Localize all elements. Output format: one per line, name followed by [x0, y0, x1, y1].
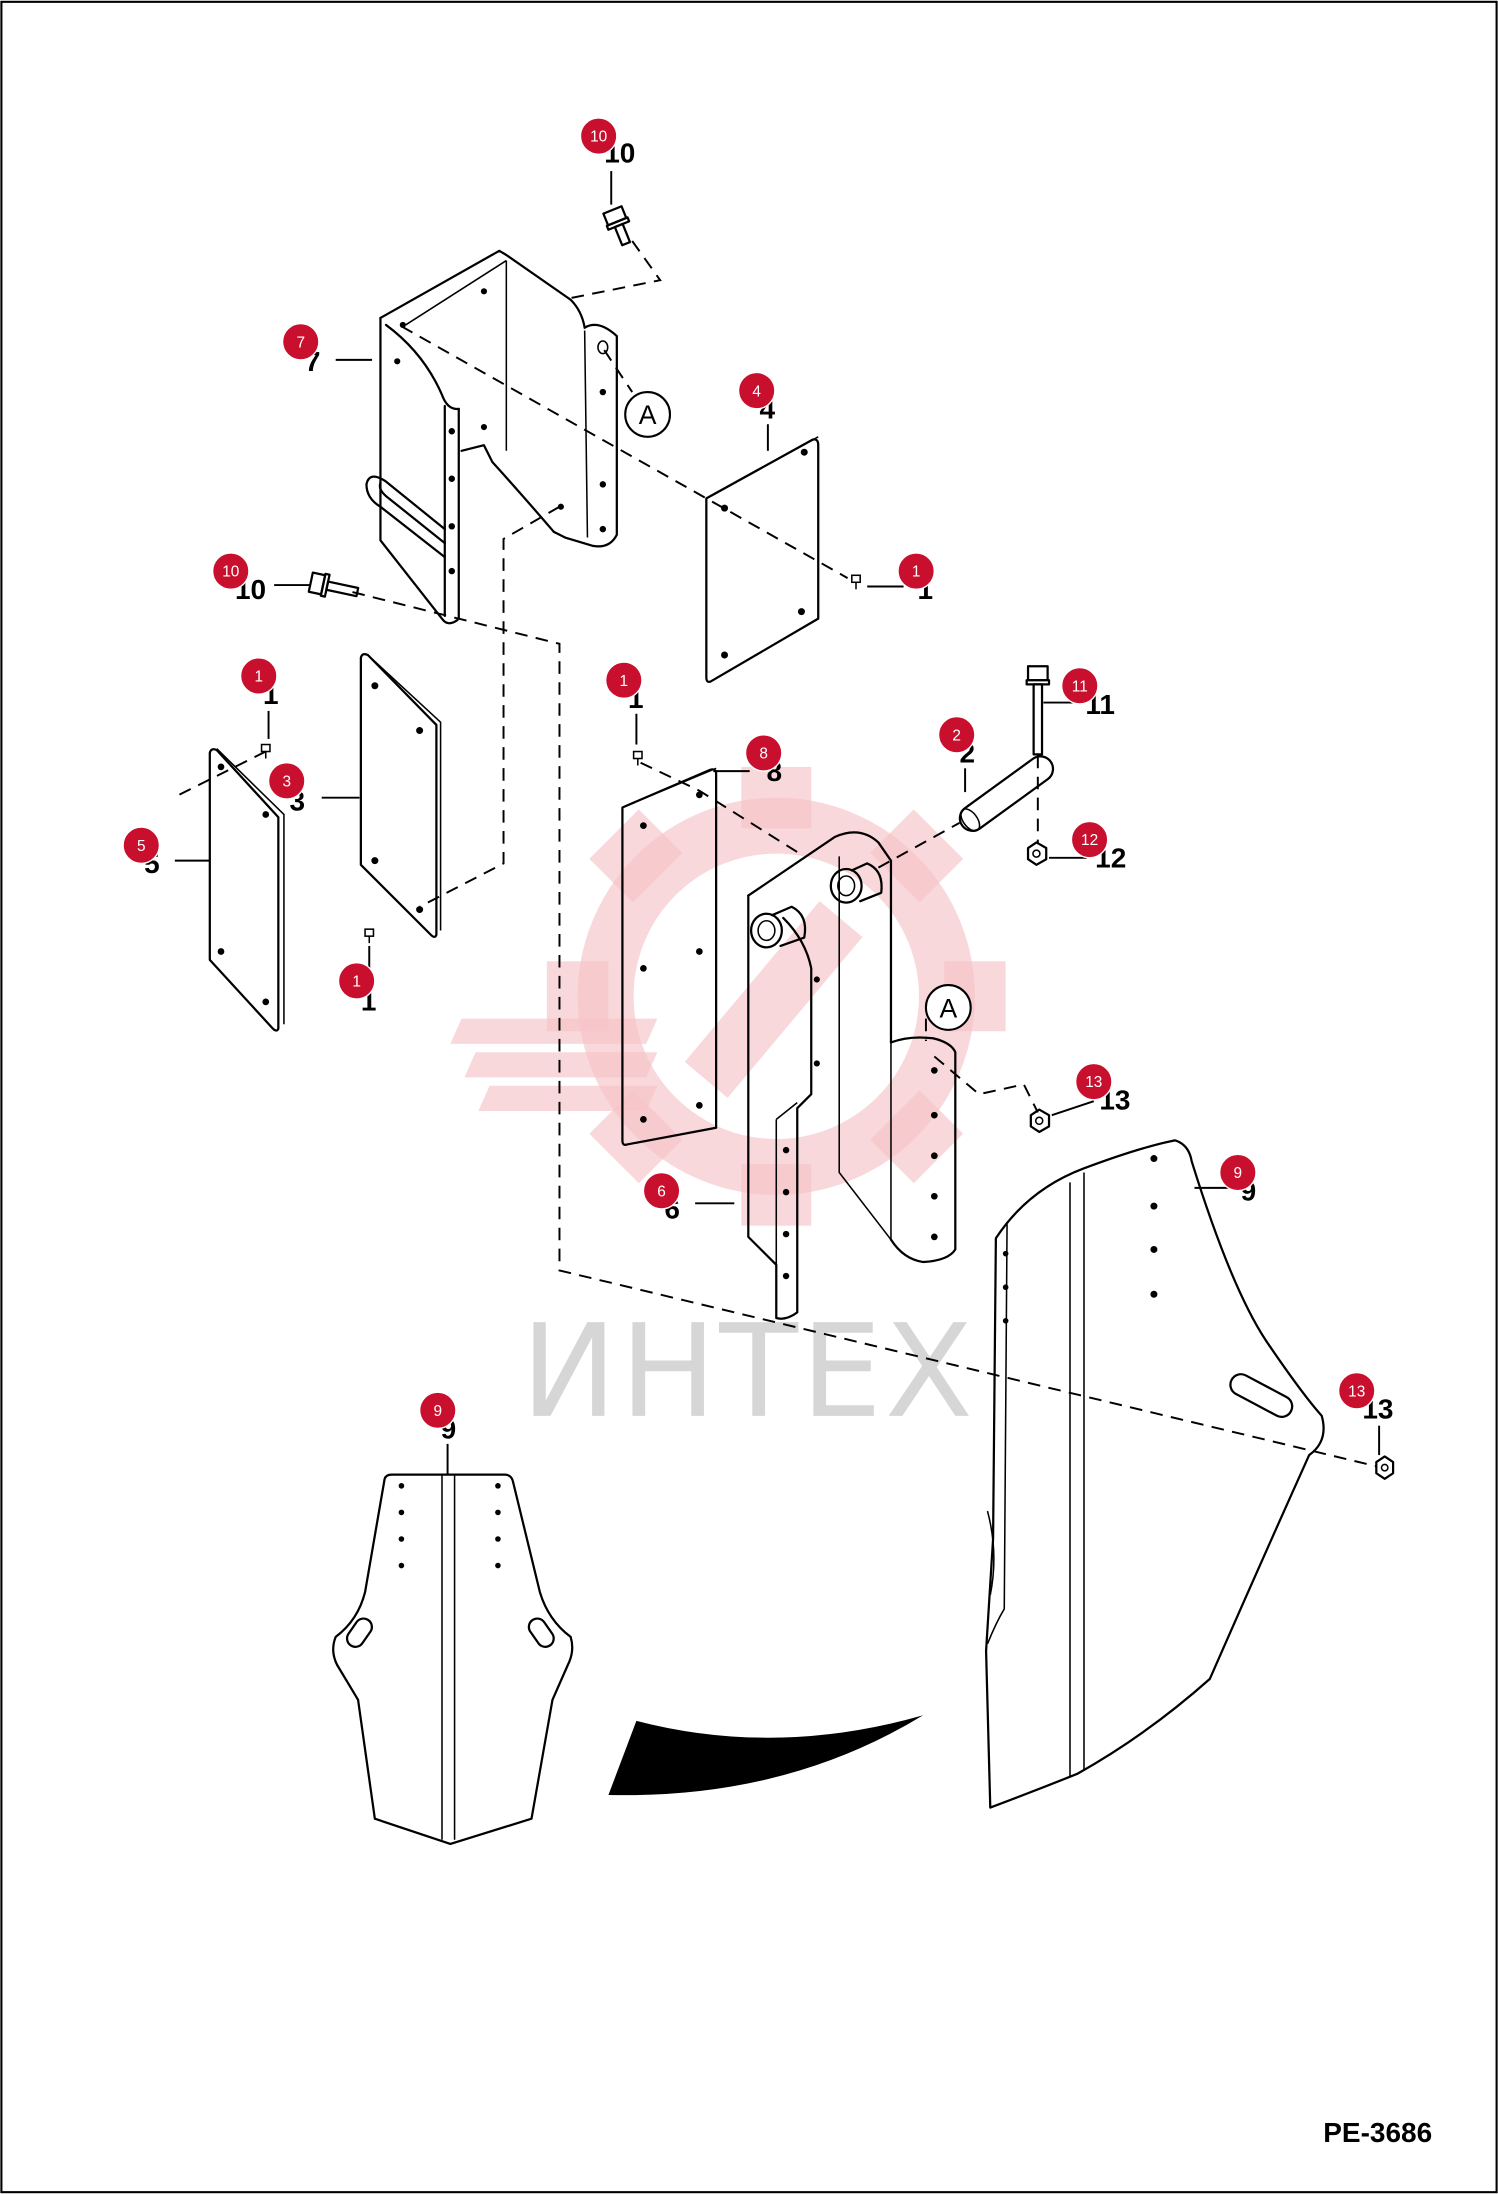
callout-1-plate8: 1 1 [604, 661, 644, 745]
reference-mark-label: A [939, 993, 957, 1023]
callout-badge[interactable] [579, 117, 618, 155]
callout-badge[interactable] [1070, 820, 1109, 859]
callout-11: 11 11 [1043, 666, 1115, 720]
callout-badge[interactable] [1218, 1153, 1257, 1192]
callout-10-left: 10 10 [211, 552, 311, 605]
reference-mark-a-bottom: A [924, 984, 972, 1031]
watermark-text: ИНТЕХ [521, 1298, 976, 1447]
callout-3: 3 3 [267, 762, 360, 816]
callout-badge[interactable] [1060, 666, 1099, 705]
callout-badge[interactable] [337, 962, 376, 1000]
part-1-screw-d [632, 750, 643, 766]
callout-7: 7 7 [281, 322, 373, 377]
callout-badge[interactable] [122, 826, 161, 865]
callout-badge[interactable] [211, 552, 250, 590]
part-12-nut [1026, 841, 1048, 866]
callout-badge[interactable] [897, 552, 936, 590]
part-13-nut-a [1029, 1108, 1051, 1134]
callout-4: 4 4 [737, 371, 776, 451]
callout-1-plate4: 1 1 [867, 552, 936, 605]
callout-9-front: 9 9 [418, 1391, 457, 1475]
watermark-gear-logo [450, 766, 1006, 1226]
callout-badge[interactable] [737, 371, 776, 410]
reference-mark-a-top: A [624, 391, 672, 438]
callout-badge[interactable] [1074, 1062, 1113, 1101]
callout-1-plate5: 1 1 [239, 657, 279, 739]
callout-badge[interactable] [418, 1391, 457, 1430]
callout-13-arm: 13 13 [1051, 1062, 1130, 1117]
part-1-screw-c [364, 928, 375, 944]
part-10-bolt-left [307, 571, 360, 598]
part-3-plate [359, 652, 442, 938]
cutting-edge-profile [608, 1715, 924, 1796]
part-2-pin [958, 755, 1055, 832]
callout-5: 5 5 [122, 826, 210, 879]
callout-13-blade: 13 13 [1337, 1371, 1393, 1456]
part-1-screw-a [851, 574, 861, 590]
callout-badge[interactable] [744, 734, 783, 772]
assembly-lines [178, 240, 1377, 1468]
callout-badge[interactable] [267, 762, 306, 800]
callout-badge[interactable] [642, 1171, 681, 1210]
part-11-bolt [1025, 665, 1051, 756]
callout-10-top: 10 10 [579, 117, 635, 205]
drawing-code: PE-3686 [1323, 2117, 1432, 2148]
callout-badge[interactable] [1337, 1371, 1376, 1410]
callout-badge[interactable] [281, 322, 320, 361]
reference-mark-label: A [639, 400, 657, 430]
part-10-bolt-top [602, 205, 632, 247]
callout-1-plate3: 1 1 [337, 945, 376, 1016]
part-7-bracket [365, 249, 618, 625]
callout-badge[interactable] [604, 661, 643, 700]
part-5-plate [208, 748, 285, 1032]
callout-12: 12 12 [1049, 820, 1126, 874]
part-4-plate [705, 436, 820, 683]
part-9-blade-front [332, 1473, 574, 1846]
part-1-screw-b [260, 743, 271, 759]
callout-badge[interactable] [937, 715, 976, 754]
callout-badge[interactable] [239, 657, 278, 695]
part-9-blade-side [984, 1139, 1325, 1809]
callout-2: 2 2 [937, 715, 976, 793]
part-8-plate [621, 767, 718, 1146]
part-13-nut-b [1375, 1455, 1395, 1480]
part-6-arm [747, 831, 957, 1320]
